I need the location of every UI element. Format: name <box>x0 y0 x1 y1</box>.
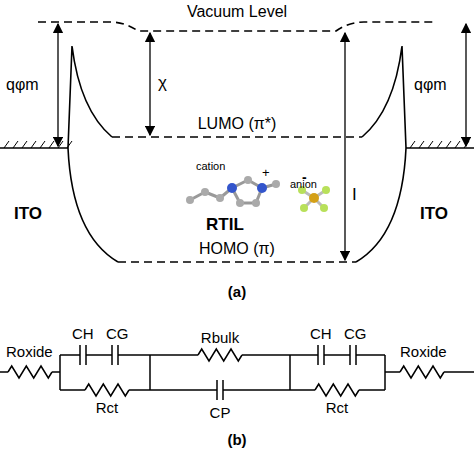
panel-label: (a) <box>228 284 246 301</box>
ionization-label: I <box>352 186 357 205</box>
equivalent-circuit <box>0 345 474 400</box>
affinity-label: χ <box>158 74 167 93</box>
ion-label: cation <box>196 160 225 172</box>
hatch-mark <box>410 141 415 148</box>
hatch-mark <box>31 141 36 148</box>
charge-sign: + <box>262 166 270 180</box>
hatch-mark <box>446 141 451 148</box>
hatch-mark <box>437 141 442 148</box>
resistor-symbol <box>198 349 242 361</box>
component-label: CG <box>344 326 367 343</box>
hatch-mark <box>428 141 433 148</box>
resistor-symbol <box>85 384 129 396</box>
component-label: Roxide <box>400 344 447 361</box>
level-label: LUMO (π*) <box>198 115 277 133</box>
cation-molecule <box>186 176 280 207</box>
component-label: CP <box>210 405 231 422</box>
homo-line <box>118 261 356 263</box>
level-label: Vacuum Level <box>187 3 287 21</box>
resistor-symbol <box>8 366 52 378</box>
hatch-mark <box>40 141 45 148</box>
work-function-arrow <box>57 24 58 146</box>
hatch-mark <box>22 141 27 148</box>
conduction-bend <box>362 46 406 148</box>
lumo-line <box>112 136 362 138</box>
work-function-arrow <box>465 24 466 146</box>
hatch-mark <box>58 141 63 148</box>
component-label: CG <box>106 326 129 343</box>
conduction-bend <box>68 46 112 148</box>
hatch-mark <box>13 141 18 148</box>
material-label: RTIL <box>206 216 244 235</box>
valence-bend <box>356 148 406 262</box>
component-label: CH <box>72 326 94 343</box>
hatch-mark <box>49 141 54 148</box>
component-label: Rbulk <box>201 330 239 347</box>
resistor-symbol <box>400 366 444 378</box>
hatch-mark <box>455 141 460 148</box>
work-function-label: qφm <box>414 76 447 94</box>
component-label: Rct <box>96 400 119 417</box>
component-label: CH <box>310 326 332 343</box>
work-function-label: qφm <box>6 76 39 94</box>
resistor-symbol <box>315 384 359 396</box>
panel-label: (b) <box>227 432 246 449</box>
ion-label: anion <box>290 178 317 190</box>
level-label: HOMO (π) <box>199 240 275 258</box>
ionization-arrow <box>344 33 345 260</box>
electrode-label: ITO <box>14 205 42 224</box>
component-label: Rct <box>326 400 349 417</box>
component-label: Roxide <box>6 344 53 361</box>
vacuum-line <box>38 22 436 31</box>
affinity-arrow <box>149 33 150 135</box>
hatch-mark <box>4 141 9 148</box>
electrode-label: ITO <box>420 205 448 224</box>
hatch-mark <box>419 141 424 148</box>
valence-bend <box>68 148 118 262</box>
